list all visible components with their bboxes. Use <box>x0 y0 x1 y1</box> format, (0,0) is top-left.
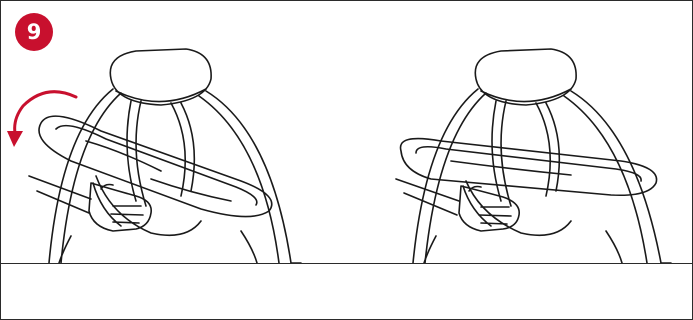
caption-area <box>1 264 692 319</box>
swing-seat-rotate-illustration <box>1 1 331 263</box>
hub-shape <box>110 49 211 105</box>
hanger-arm-right <box>181 103 194 191</box>
rotation-arrowhead <box>7 131 23 147</box>
hanger-arm-left <box>127 101 136 201</box>
seat-tray <box>39 116 272 216</box>
frame-leg-right-outer <box>206 91 291 263</box>
frame-leg-left-outer <box>49 89 113 263</box>
swing-seat-rotated-illustration <box>371 1 692 263</box>
rotation-arrow-icon <box>15 92 76 133</box>
